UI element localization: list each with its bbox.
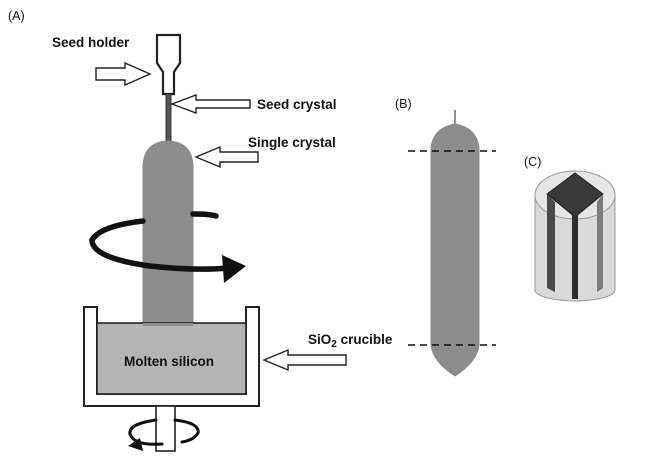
panel-a-label: (A) [8,9,25,23]
crystal-rotation-back [89,211,219,243]
ingot-b [430,123,480,377]
crystal-rotation-icon [89,237,231,272]
seed-rod [165,93,172,145]
crystal-rotation-arrowhead-icon [222,255,246,283]
crucible-label: SiO2 crucible [308,332,393,350]
crucible-label-prefix: SiO [308,332,331,347]
panel-b-label: (B) [395,97,412,111]
crucible-label-suffix: crucible [337,332,393,347]
squared-face-right [597,194,603,292]
single-crystal-ingot [142,140,194,326]
molten-silicon [96,322,247,395]
seed-crystal-arrow-icon [170,93,251,115]
seed-crystal-label: Seed crystal [257,97,337,112]
squared-face-left [547,194,555,292]
single-crystal-label: Single crystal [248,135,336,150]
molten-silicon-label: Molten silicon [124,354,214,369]
crucible-shaft [155,405,176,452]
crucible-label-subscript: 2 [331,339,337,350]
ingot-in-melt [143,323,193,326]
crucible-arrow-icon [262,348,347,372]
squared-face-front [572,215,578,299]
crucible-rotation-arrowhead-icon [128,438,143,451]
seed-holder-label: Seed holder [52,35,130,50]
panel-c-label: (C) [524,155,541,169]
single-crystal-arrow-icon [194,145,259,169]
seed-holder-arrow-icon [95,61,152,87]
crucible-rotation-icon [128,418,200,446]
seed-holder [155,33,182,96]
